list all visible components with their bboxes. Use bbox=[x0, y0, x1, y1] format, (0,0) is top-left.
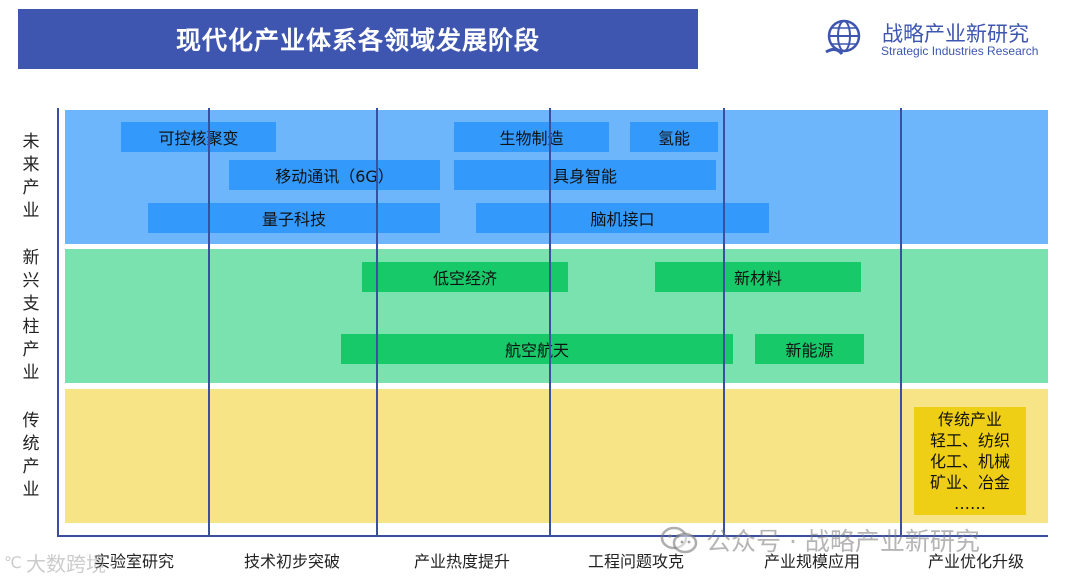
trad-line: 矿业、冶金 bbox=[929, 472, 1010, 492]
row-label-text: 传统产业 bbox=[23, 410, 40, 502]
bar-hydrogen: 氢能 bbox=[630, 122, 718, 152]
stage-label-lab: 实验室研究 bbox=[93, 552, 174, 571]
row-label-char: 传 bbox=[22, 411, 40, 431]
stage-divider bbox=[723, 108, 725, 536]
watermark-secondary: ℃ 大数跨境 bbox=[4, 548, 106, 577]
row-label-char: 统 bbox=[22, 434, 40, 454]
bar-embodied-ai: 具身智能 bbox=[454, 160, 716, 190]
bar-new-materials: 新材料 bbox=[655, 262, 861, 292]
bar-biomanufacturing: 生物制造 bbox=[454, 122, 609, 152]
row-label-char: 来 bbox=[22, 155, 40, 175]
bar-6g: 移动通讯（6G） bbox=[229, 160, 440, 190]
bar-fusion: 可控核聚变 bbox=[121, 122, 276, 152]
stage-label-heat: 产业热度提升 bbox=[413, 552, 510, 571]
traditional-industry-box: 传统产业 轻工、纺织 化工、机械 矿业、冶金 …… bbox=[914, 407, 1026, 515]
row-label-char: 产 bbox=[22, 457, 40, 477]
stage-divider bbox=[208, 108, 210, 536]
logo-name-cn: 战略产业新研究 bbox=[882, 22, 1029, 46]
stage-label-engineering: 工程问题攻克 bbox=[587, 552, 684, 571]
row-label-char: 新 bbox=[22, 248, 40, 268]
row-label-emerging: 新兴支柱产业 bbox=[16, 248, 46, 383]
watermark-text-secondary: 大数跨境 bbox=[25, 552, 106, 576]
globe-icon bbox=[825, 19, 861, 55]
row-label-char: 未 bbox=[22, 132, 40, 152]
bar-bci: 脑机接口 bbox=[476, 203, 769, 233]
trad-line: 传统产业 bbox=[937, 409, 1002, 429]
stage-divider bbox=[900, 108, 902, 536]
row-label-char: 业 bbox=[22, 480, 40, 500]
row-label-text: 未来产业 bbox=[23, 131, 40, 223]
trad-line: 化工、机械 bbox=[929, 451, 1010, 471]
stage-divider bbox=[549, 108, 551, 536]
stage-divider bbox=[376, 108, 378, 536]
logo-name-en: Strategic Industries Research bbox=[881, 44, 1039, 58]
bar-new-energy: 新能源 bbox=[755, 334, 864, 364]
row-label-char: 产 bbox=[22, 178, 40, 198]
stage-label-upgrade: 产业优化升级 bbox=[927, 552, 1024, 571]
brand-logo: 战略产业新研究 Strategic Industries Research bbox=[820, 16, 1060, 64]
bar-low-altitude: 低空经济 bbox=[362, 262, 568, 292]
band-traditional-industry bbox=[65, 389, 1048, 523]
trad-line: 轻工、纺织 bbox=[929, 430, 1010, 450]
stage-label-breakthrough: 技术初步突破 bbox=[243, 552, 340, 571]
x-axis bbox=[57, 535, 1048, 537]
watermark: 公众号 · 战略产业新研究 bbox=[660, 522, 980, 558]
wechat-icon bbox=[660, 526, 698, 554]
stage-label-scale: 产业规模应用 bbox=[763, 552, 860, 571]
row-label-char: 兴 bbox=[22, 271, 40, 291]
row-label-text: 新兴支柱产业 bbox=[23, 247, 40, 385]
bar-quantum: 量子科技 bbox=[148, 203, 440, 233]
row-label-future: 未来产业 bbox=[16, 112, 46, 242]
row-label-char: 业 bbox=[22, 363, 40, 383]
watermark-text: 公众号 · 战略产业新研究 bbox=[706, 527, 980, 556]
row-label-char: 业 bbox=[22, 201, 40, 221]
row-label-traditional: 传统产业 bbox=[16, 391, 46, 521]
trad-line: …… bbox=[954, 493, 986, 513]
row-label-char: 柱 bbox=[22, 317, 40, 337]
row-label-char: 产 bbox=[22, 340, 40, 360]
bar-aerospace: 航空航天 bbox=[341, 334, 733, 364]
row-label-char: 支 bbox=[22, 294, 40, 314]
page-title: 现代化产业体系各领域发展阶段 bbox=[18, 9, 698, 69]
watermark-logo-icon: ℃ bbox=[4, 553, 22, 572]
y-axis bbox=[57, 108, 59, 536]
